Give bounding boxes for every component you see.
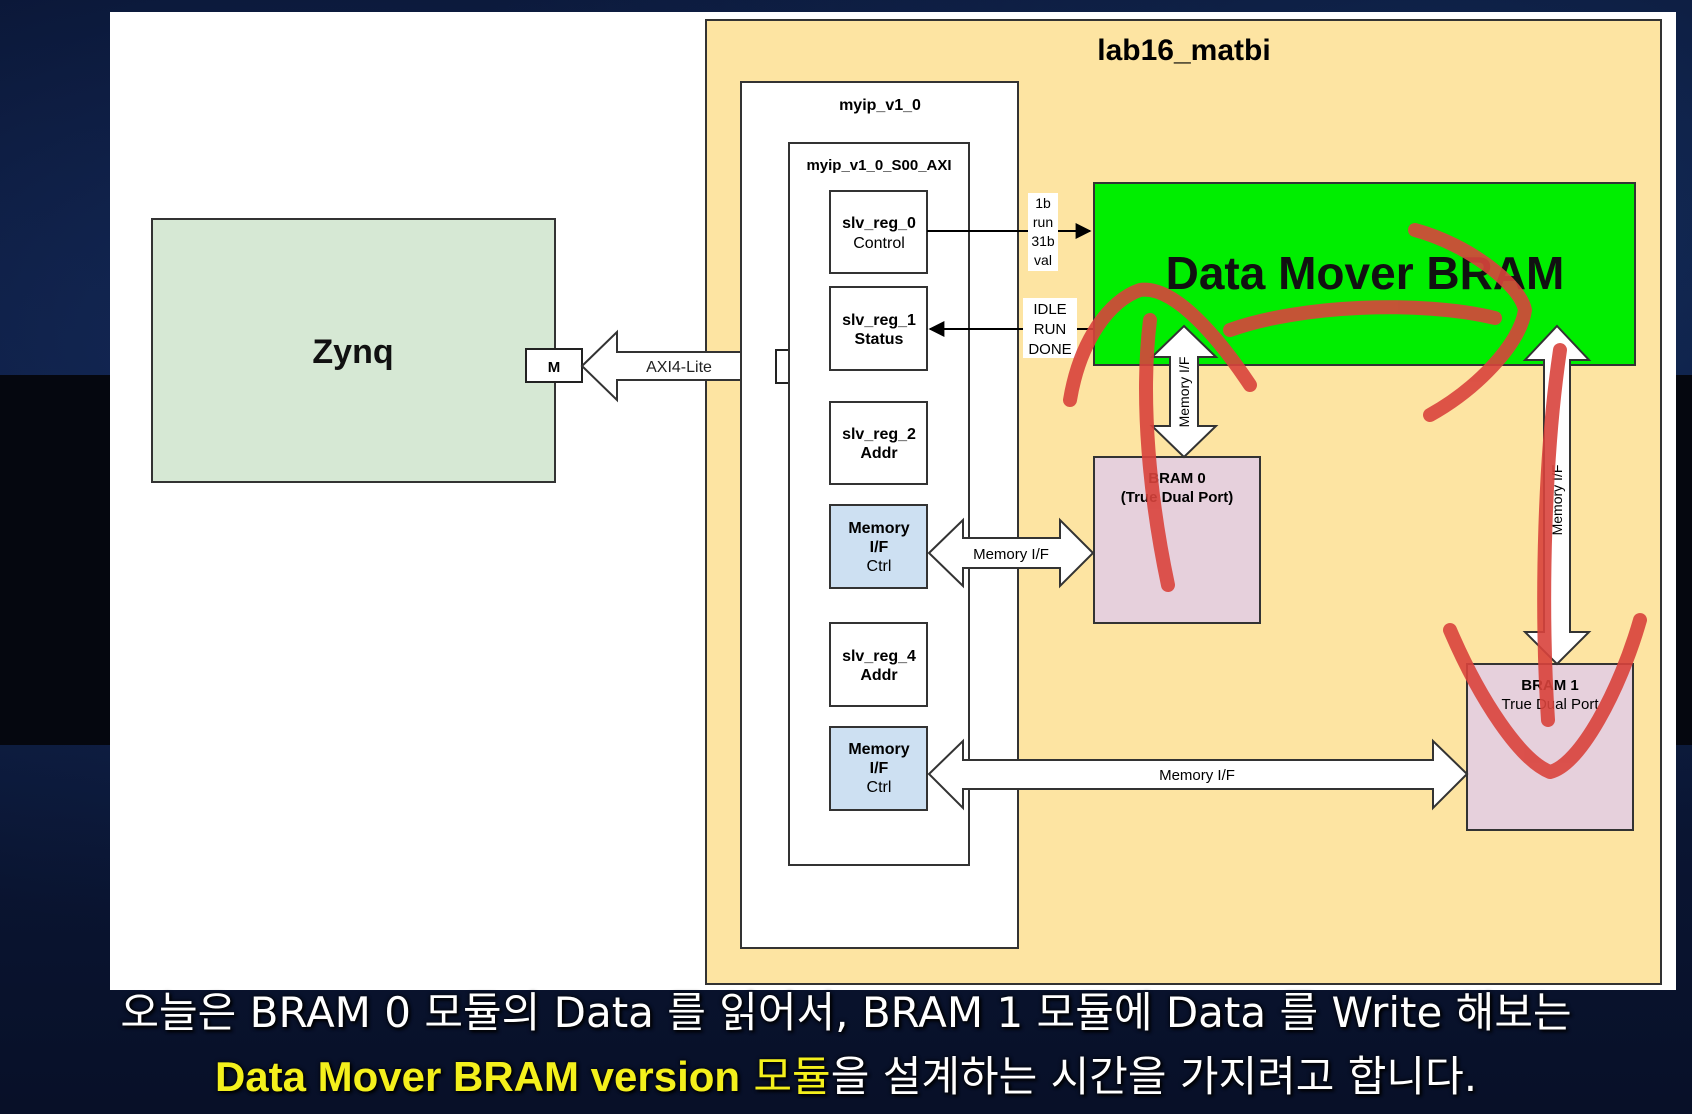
slv-reg-0-name: slv_reg_0 — [842, 215, 916, 232]
control-signal-2: run — [1033, 214, 1053, 230]
mem-ctrl-1-line2: I/F — [870, 760, 889, 777]
control-signal-1: 1b — [1035, 195, 1051, 211]
mem-ctrl-0-line1: Memory — [848, 520, 909, 537]
bram0-line1: BRAM 0 — [1148, 470, 1206, 487]
control-signal-box — [1028, 193, 1058, 271]
mem-ctrl-1-line3: Ctrl — [867, 779, 892, 796]
slv-reg-1-name: slv_reg_1 — [842, 312, 916, 329]
zynq-master-port — [525, 348, 583, 383]
mem-if-dm-bram0-arrow — [1149, 324, 1219, 459]
slv-reg-0-block — [829, 190, 928, 274]
mem-ctrl-0-line2: I/F — [870, 539, 889, 556]
slv-reg-1-block — [829, 286, 928, 371]
slv-reg-0-desc: Control — [853, 235, 905, 252]
subtitle-highlight-ko: 모듈 — [753, 1052, 831, 1101]
mem-ctrl-1-block — [829, 726, 928, 811]
red-annotation-strokes — [1063, 223, 1647, 779]
mem-if-dm-bram0-label: Memory I/F — [1176, 357, 1192, 428]
myip-label: myip_v1_0 — [839, 97, 921, 114]
subtitle-line-1: 오늘은 BRAM 0 모듈의 Data 를 읽어서, BRAM 1 모듈에 Da… — [120, 988, 1572, 1037]
zynq-block — [151, 218, 556, 483]
slv-reg-2-name: slv_reg_2 — [842, 426, 916, 443]
slv-reg-2-block — [829, 401, 928, 485]
status-signal-box — [1023, 298, 1077, 358]
slv-reg-4-name: slv_reg_4 — [842, 648, 916, 665]
mem-if-ctrl1-bram1-arrow — [927, 738, 1469, 811]
mem-if-ctrl1-bram1-label: Memory I/F — [1159, 767, 1235, 784]
status-signal-1: IDLE — [1033, 301, 1066, 318]
zynq-label: Zynq — [312, 333, 393, 371]
bram0-line2: (True Dual Port) — [1121, 489, 1234, 506]
slv-reg-2-desc: Addr — [860, 445, 897, 462]
mem-ctrl-1-line1: Memory — [848, 741, 909, 758]
slv-reg-1-desc: Status — [855, 331, 904, 348]
subtitle-highlight: Data Mover BRAM version — [214, 1053, 741, 1100]
bram0-block — [1093, 456, 1261, 624]
myip-axi-label: myip_v1_0_S00_AXI — [806, 157, 951, 174]
mem-if-ctrl0-bram0-arrow — [927, 517, 1095, 589]
control-signal-3: 31b — [1031, 233, 1055, 249]
lab-title: lab16_matbi — [1097, 34, 1270, 67]
slv-reg-4-block — [829, 622, 928, 707]
mem-if-dm-bram1-arrow — [1522, 324, 1592, 666]
mem-if-ctrl0-bram0-label: Memory I/F — [973, 546, 1049, 563]
zynq-master-port-label: M — [548, 359, 561, 376]
subtitle-line-2: Data Mover BRAM version 모듈을 설계하는 시간을 가지려… — [0, 1052, 1692, 1102]
mem-ctrl-0-line3: Ctrl — [867, 558, 892, 575]
mem-ctrl-0-block — [829, 504, 928, 589]
status-signal-2: RUN — [1034, 321, 1067, 338]
axi-link-label: AXI4-Lite — [646, 359, 712, 376]
control-signal-4: val — [1034, 252, 1052, 268]
subtitle-rest: 을 설계하는 시간을 가지려고 합니다. — [830, 1052, 1478, 1101]
status-signal-3: DONE — [1028, 341, 1071, 358]
slv-reg-4-desc: Addr — [860, 667, 897, 684]
